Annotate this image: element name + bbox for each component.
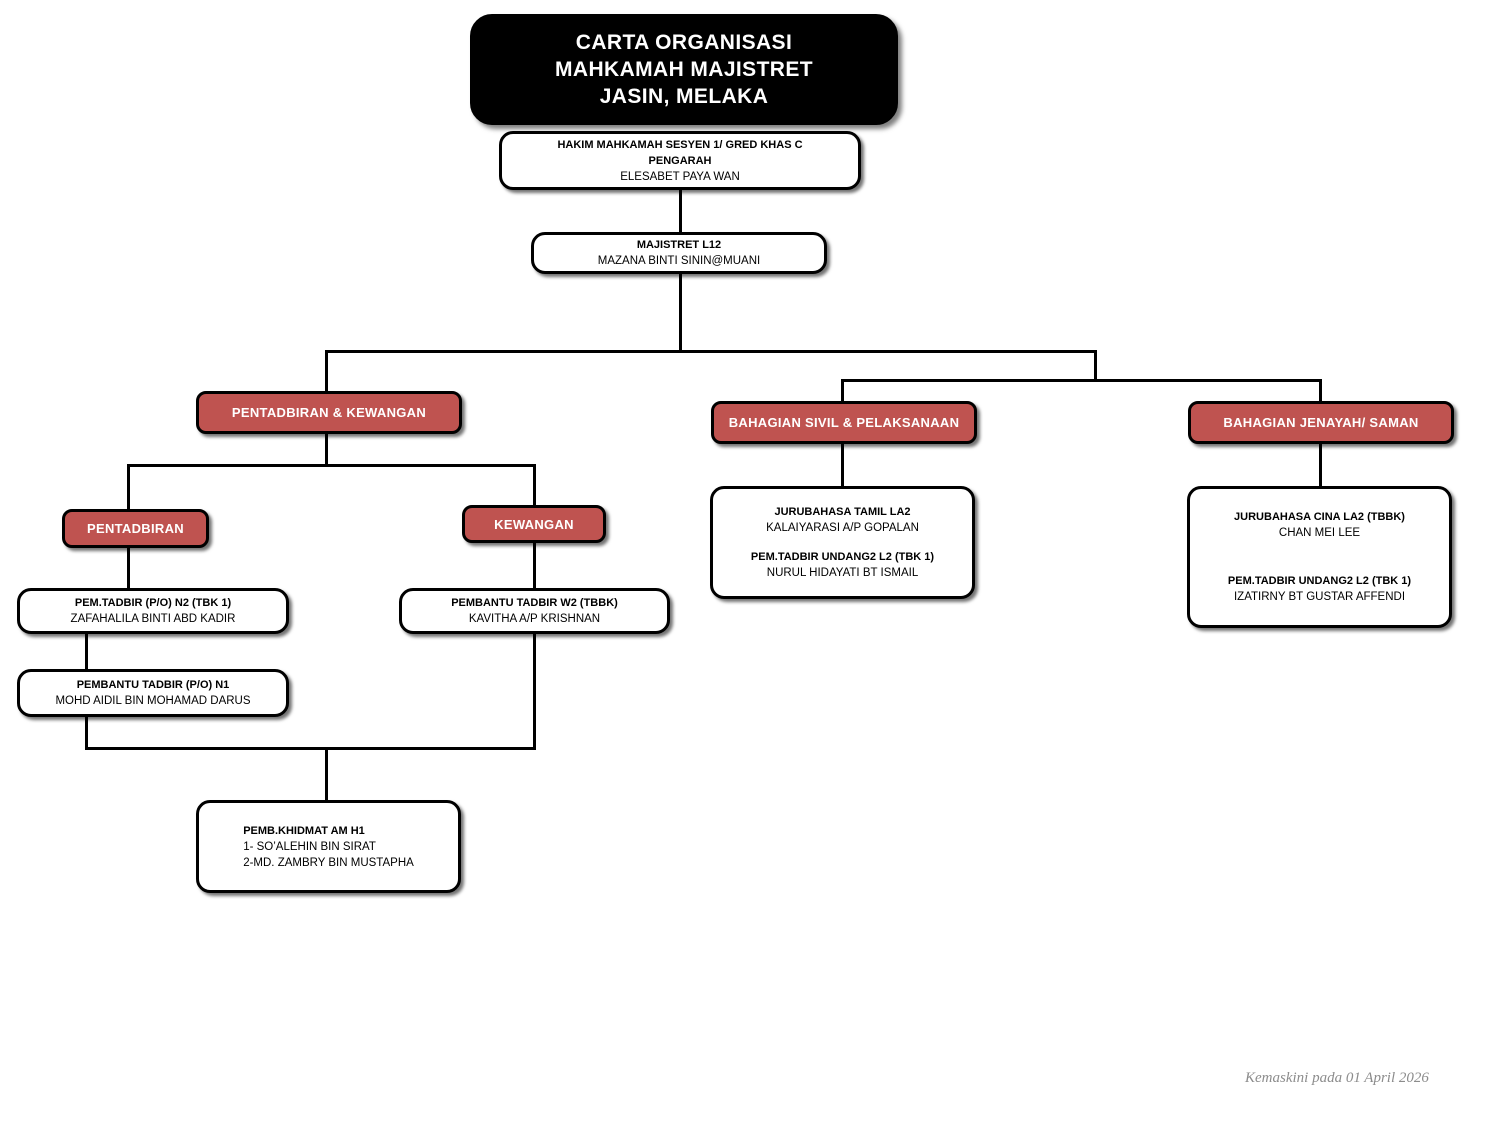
jenayah-staff-title-2: PEM.TADBIR UNDANG2 L2 (TBK 1) (1227, 575, 1412, 587)
pengarah-title-line-1: HAKIM MAHKAMAH SESYEN 1/ GRED KHAS C (557, 138, 803, 151)
pem-tadbir-n2-name: ZAFAHALILA BINTI ABD KADIR (70, 613, 236, 625)
majistret-name: MAZANA BINTI SININ@MUANI (597, 255, 761, 267)
sivil-staff-spacer (721, 536, 964, 549)
sivil-staff-title-2: PEM.TADBIR UNDANG2 L2 (TBK 1) (750, 551, 935, 563)
pembantu-tadbir-n1-name: MOHD AIDIL BIN MOHAMAD DARUS (55, 695, 251, 707)
node-pembantu-tadbir-w2[interactable]: PEMBANTU TADBIR W2 (TBBK) KAVITHA A/P KR… (399, 588, 670, 634)
node-pembantu-tadbir-n1[interactable]: PEMBANTU TADBIR (P/O) N1 MOHD AIDIL BIN … (17, 669, 289, 717)
dept-sivil-label: BAHAGIAN SIVIL & PELAKSANAAN (728, 415, 960, 430)
connector-kewangan-to-w2 (533, 540, 536, 590)
dept-pentadbiran-kewangan-label: PENTADBIRAN & KEWANGAN (231, 405, 427, 420)
node-dept-jenayah[interactable]: BAHAGIAN JENAYAH/ SAMAN (1188, 401, 1454, 444)
node-sivil-staff[interactable]: JURUBAHASA TAMIL LA2 KALAIYARASI A/P GOP… (710, 486, 975, 599)
chart-title-line-2: MAHKAMAH MAJISTRET (554, 58, 814, 81)
connector-pengarah-majistret (679, 188, 682, 236)
connector-right-elbow (1094, 350, 1097, 382)
pemb-khidmat-am-name-2: 2-MD. ZAMBRY BIN MUSTAPHA (243, 856, 414, 869)
node-majistret[interactable]: MAJISTRET L12 MAZANA BINTI SININ@MUANI (531, 232, 827, 274)
connector-main-bar (325, 350, 1097, 353)
connector-bottom-bar (85, 747, 536, 750)
connector-drop-sivil (841, 379, 844, 402)
jenayah-staff-name-2: IZATIRNY BT GUSTAR AFFENDI (1233, 591, 1406, 603)
pembantu-tadbir-w2-title: PEMBANTU TADBIR W2 (TBBK) (451, 597, 618, 609)
node-pengarah[interactable]: HAKIM MAHKAMAH SESYEN 1/ GRED KHAS C PEN… (499, 131, 861, 190)
connector-sivil-to-staff (841, 440, 844, 487)
pemb-khidmat-am-name-1: 1- SO’ALEHIN BIN SIRAT (243, 840, 376, 853)
sivil-staff-name-1: KALAIYARASI A/P GOPALAN (766, 522, 919, 534)
sub-kewangan-label: KEWANGAN (494, 516, 574, 532)
node-dept-sivil[interactable]: BAHAGIAN SIVIL & PELAKSANAAN (711, 401, 977, 444)
connector-second-bar (841, 379, 1322, 382)
jenayah-staff-title-1: JURUBAHASA CINA LA2 (TBBK) (1234, 511, 1405, 523)
connector-n1-to-bottombar (85, 717, 88, 750)
node-sub-pentadbiran[interactable]: PENTADBIRAN (62, 509, 209, 548)
pembantu-tadbir-n1-title: PEMBANTU TADBIR (P/O) N1 (76, 679, 230, 691)
jenayah-staff-name-1: CHAN MEI LEE (1278, 527, 1361, 539)
connector-sub-bar (127, 464, 536, 467)
jenayah-staff-spacer (1198, 541, 1441, 573)
node-jenayah-staff[interactable]: JURUBAHASA CINA LA2 (TBBK) CHAN MEI LEE … (1187, 486, 1452, 628)
connector-pentadbiran-to-n2 (127, 546, 130, 590)
chart-title-line-3: JASIN, MELAKA (599, 85, 769, 108)
pemb-khidmat-am-title: PEMB.KHIDMAT AM H1 (243, 824, 365, 837)
node-sub-kewangan[interactable]: KEWANGAN (462, 505, 606, 543)
pembantu-tadbir-w2-name: KAVITHA A/P KRISHNAN (468, 613, 601, 625)
connector-majistret-trunk (679, 272, 682, 352)
dept-jenayah-label: BAHAGIAN JENAYAH/ SAMAN (1223, 415, 1419, 430)
sivil-staff-name-2: NURUL HIDAYATI BT ISMAIL (766, 567, 919, 579)
connector-drop-khidmat (325, 747, 328, 801)
connector-drop-sub-kewangan (533, 464, 536, 507)
pengarah-title-line-2: PENGARAH (648, 154, 712, 167)
connector-n2-to-n1 (85, 633, 88, 669)
connector-drop-pentadbiran-kewangan (325, 350, 328, 393)
connector-pk-to-subbar (325, 431, 328, 467)
connector-drop-sub-pentadbiran (127, 464, 130, 511)
node-pem-tadbir-n2[interactable]: PEM.TADBIR (P/O) N2 (TBK 1) ZAFAHALILA B… (17, 588, 289, 634)
footer-updated-date: Kemaskini pada 01 April 2026 (1245, 1070, 1429, 1086)
chart-title-line-1: CARTA ORGANISASI (575, 31, 793, 54)
connector-drop-jenayah (1319, 379, 1322, 402)
connector-jenayah-to-staff (1319, 440, 1322, 487)
chart-title-box: CARTA ORGANISASI MAHKAMAH MAJISTRET JASI… (470, 14, 898, 125)
pem-tadbir-n2-title: PEM.TADBIR (P/O) N2 (TBK 1) (74, 597, 232, 609)
sub-pentadbiran-label: PENTADBIRAN (87, 521, 184, 536)
node-dept-pentadbiran-kewangan[interactable]: PENTADBIRAN & KEWANGAN (196, 391, 462, 434)
pengarah-name: ELESABET PAYA WAN (620, 170, 740, 183)
connector-w2-to-bottombar (533, 633, 536, 750)
node-pemb-khidmat-am[interactable]: PEMB.KHIDMAT AM H1 1- SO’ALEHIN BIN SIRA… (196, 800, 461, 893)
majistret-title: MAJISTRET L12 (636, 239, 722, 251)
sivil-staff-title-1: JURUBAHASA TAMIL LA2 (774, 506, 911, 518)
